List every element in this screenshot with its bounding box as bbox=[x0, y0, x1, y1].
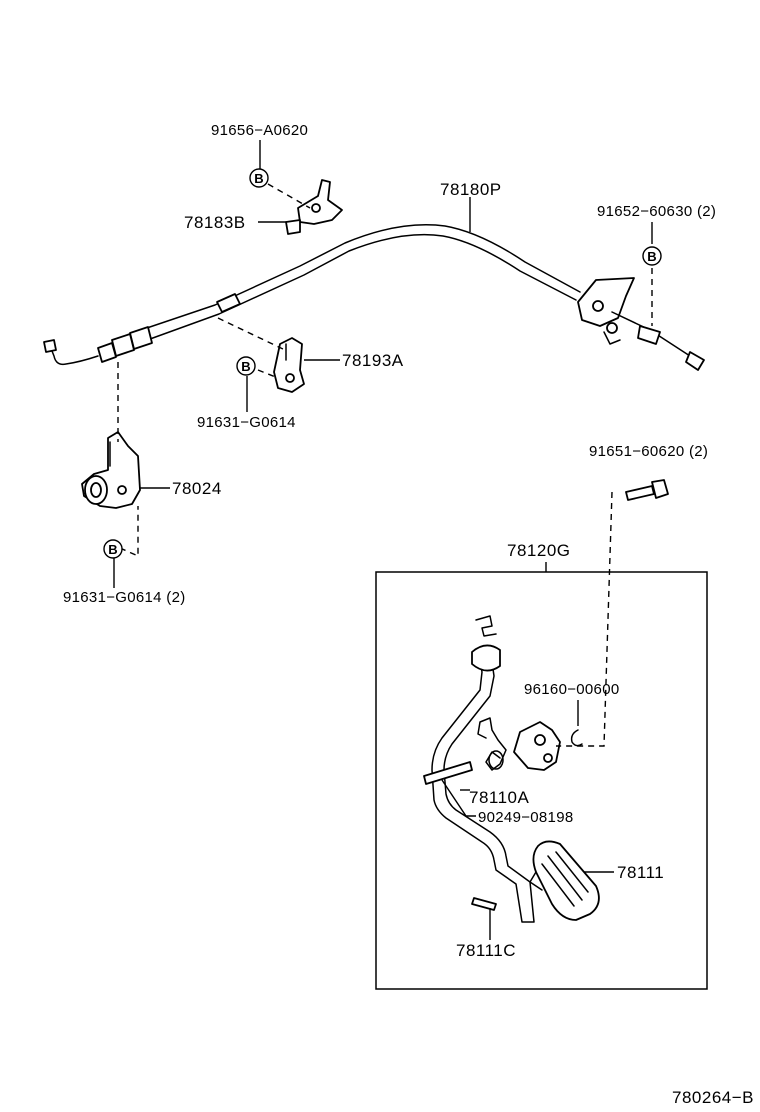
cable-clamp-icon bbox=[285, 179, 343, 235]
leader-lines bbox=[113, 140, 653, 940]
label-91651-60620: 91651−60620 (2) bbox=[589, 443, 708, 460]
pedal-lever-icon bbox=[513, 721, 561, 771]
label-78024: 78024 bbox=[172, 479, 222, 498]
label-78180p: 78180P bbox=[440, 180, 502, 199]
accelerator-pedal-icon bbox=[423, 615, 535, 923]
label-78193a: 78193A bbox=[342, 351, 404, 370]
svg-text:B: B bbox=[647, 249, 656, 264]
label-90249-08198: 90249−08198 bbox=[478, 809, 573, 826]
bolt-marker-2: B bbox=[642, 246, 662, 266]
pin-icon bbox=[471, 897, 497, 911]
bolt-marker-4: B bbox=[103, 539, 123, 559]
pedal-assembly-box bbox=[375, 571, 708, 990]
accelerator-cable-icon bbox=[43, 224, 705, 371]
cable-bracket-icon bbox=[273, 337, 305, 393]
svg-text:B: B bbox=[254, 171, 263, 186]
label-78110a: 78110A bbox=[469, 788, 530, 807]
label-91631-g0614: 91631−G0614 bbox=[197, 414, 296, 431]
torsion-spring-icon bbox=[477, 717, 507, 771]
bolt-icon bbox=[625, 479, 669, 501]
pedal-pad-icon bbox=[529, 840, 600, 921]
svg-text:B: B bbox=[241, 359, 250, 374]
label-91656-a0620: 91656−A0620 bbox=[211, 122, 308, 139]
svg-text:B: B bbox=[108, 542, 117, 557]
e-ring-icon bbox=[570, 729, 583, 747]
bolt-marker-1: B bbox=[249, 168, 269, 188]
label-78120g: 78120G bbox=[507, 541, 571, 560]
dashed-guides bbox=[117, 183, 653, 747]
label-91631-g0614-2: 91631−G0614 (2) bbox=[63, 589, 186, 606]
diagram-code: 780264−B bbox=[672, 1088, 754, 1107]
label-96160-00600: 96160−00600 bbox=[524, 681, 619, 698]
label-78183b: 78183B bbox=[184, 213, 246, 232]
bolt-marker-3: B bbox=[236, 356, 256, 376]
label-91652-60630: 91652−60630 (2) bbox=[597, 203, 716, 220]
label-78111: 78111 bbox=[617, 863, 664, 882]
label-78111c: 78111C bbox=[456, 941, 516, 960]
cable-bracket-lower-icon bbox=[81, 431, 141, 509]
